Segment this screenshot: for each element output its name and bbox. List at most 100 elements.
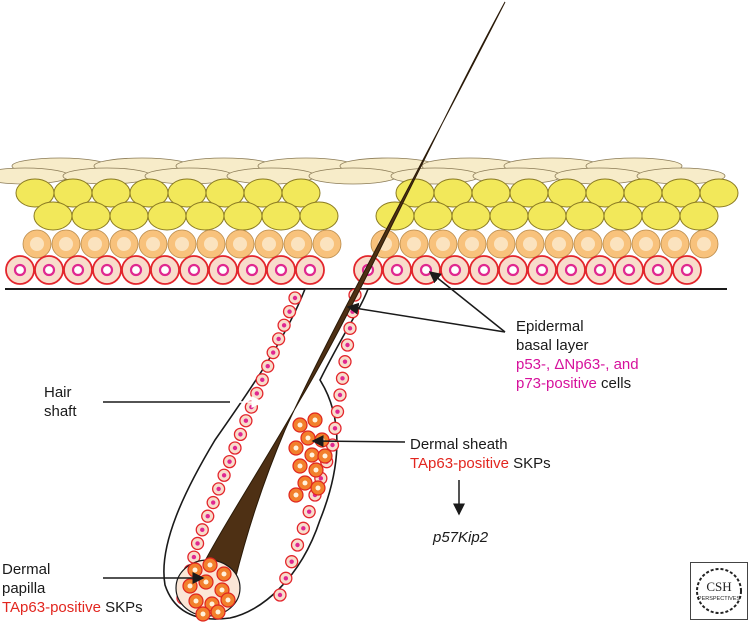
dermal-sheath-skp-nucleus bbox=[302, 480, 308, 486]
sheath-cell-nucleus bbox=[243, 418, 249, 423]
p57-text: p57 bbox=[433, 529, 459, 546]
hair-shaft-label: Hair shaft bbox=[44, 383, 77, 421]
dermal-sheath-skp-nucleus bbox=[305, 435, 311, 441]
spinous-cell bbox=[679, 201, 719, 231]
granular-cell-nucleus bbox=[88, 237, 102, 251]
dermal-sheath-skp-nucleus bbox=[313, 467, 319, 473]
granular-cell-nucleus bbox=[523, 237, 537, 251]
dermal-sheath-label: Dermal sheath TAp63-positive SKPs bbox=[410, 435, 551, 473]
hair-shaft-line2: shaft bbox=[44, 403, 77, 420]
granular-cell-nucleus bbox=[175, 237, 189, 251]
arrow-to-follicle-basal bbox=[346, 302, 506, 333]
sheath-cell-nucleus bbox=[301, 526, 306, 531]
basal-cell-nucleus bbox=[216, 263, 230, 277]
dermal-sheath-skp-nucleus bbox=[312, 417, 318, 423]
kip2-text: Kip2 bbox=[458, 529, 489, 546]
dermal-papilla-skp-nucleus bbox=[219, 587, 225, 593]
dermal-sheath-line1: Dermal sheath bbox=[410, 436, 508, 453]
dermal-sheath-skp-nucleus bbox=[293, 492, 299, 498]
basal-cell-nucleus bbox=[622, 263, 636, 277]
granular-cell-nucleus bbox=[436, 237, 450, 251]
epidermal-label-markers: p53-, ΔNp63-, and bbox=[516, 356, 639, 373]
dermal-sheath-skp-nucleus bbox=[309, 452, 315, 458]
spinous-cell bbox=[603, 201, 643, 231]
csh-perspectives-logo: CSH PERSPECTIVES bbox=[690, 562, 748, 620]
papilla-tap63-positive-text: TAp63-positive bbox=[2, 599, 101, 616]
tap63-positive-text: TAp63-positive bbox=[410, 455, 509, 472]
p73-positive-text: p73-positive bbox=[516, 375, 597, 392]
sheath-cell-nucleus bbox=[287, 309, 292, 314]
granular-cell-nucleus bbox=[494, 237, 508, 251]
basal-cell-nucleus bbox=[42, 263, 56, 277]
spinous-cell bbox=[147, 201, 187, 231]
dermal-papilla-skp-nucleus bbox=[221, 571, 227, 577]
dermal-papilla-skp-nucleus bbox=[209, 601, 215, 607]
spinous-cell bbox=[185, 201, 225, 231]
logo-csh-text: CSH bbox=[706, 579, 731, 594]
granular-cell-nucleus bbox=[146, 237, 160, 251]
dermal-papilla-label: Dermal papilla TAp63-positive SKPs bbox=[2, 560, 143, 617]
sheath-cell-nucleus bbox=[191, 554, 197, 560]
sheath-cell-nucleus bbox=[260, 377, 265, 383]
sheath-cell-nucleus bbox=[295, 542, 300, 548]
granular-cell-nucleus bbox=[407, 237, 421, 251]
basal-cell-nucleus bbox=[419, 263, 433, 277]
hair-shaft-line1: Hair bbox=[44, 384, 72, 401]
basal-cell-nucleus bbox=[390, 263, 404, 277]
spinous-cell bbox=[109, 201, 149, 231]
granular-cell-nucleus bbox=[262, 237, 276, 251]
granular-cell-nucleus bbox=[610, 237, 624, 251]
spinous-cell bbox=[451, 201, 491, 231]
logo-perspectives-text: PERSPECTIVES bbox=[698, 596, 741, 602]
sheath-cell-nucleus bbox=[277, 592, 283, 598]
spinous-cell bbox=[71, 201, 111, 231]
dermal-papilla-skp-nucleus bbox=[192, 567, 198, 573]
dermal-papilla-skp-nucleus bbox=[203, 579, 209, 585]
basal-cell-nucleus bbox=[187, 263, 201, 277]
epidermal-label-line1: Epidermal bbox=[516, 318, 584, 335]
epidermal-basal-cell-layer bbox=[5, 255, 702, 285]
spinous-cell bbox=[261, 201, 301, 231]
granular-cell-nucleus bbox=[465, 237, 479, 251]
sheath-cell-nucleus bbox=[200, 527, 205, 533]
sheath-cell-nucleus bbox=[221, 473, 227, 478]
basal-cell-nucleus bbox=[506, 263, 520, 277]
logo-graphic: CSH PERSPECTIVES bbox=[696, 568, 742, 614]
dermal-papilla-line1: Dermal bbox=[2, 561, 51, 578]
pointer-arrows bbox=[103, 271, 506, 584]
arrow-to-epidermal-basal bbox=[428, 271, 506, 333]
cells-text: cells bbox=[596, 375, 632, 392]
basal-cell-nucleus bbox=[129, 263, 143, 277]
granular-cell-nucleus bbox=[581, 237, 595, 251]
granular-cell-nucleus bbox=[552, 237, 566, 251]
sheath-cell-nucleus bbox=[342, 359, 348, 364]
basal-cell-nucleus bbox=[680, 263, 694, 277]
sheath-cell-nucleus bbox=[265, 363, 270, 369]
basal-cell-nucleus bbox=[593, 263, 607, 277]
spinous-cell bbox=[565, 201, 605, 231]
granular-cell-nucleus bbox=[30, 237, 44, 251]
dermal-sheath-skp-nucleus bbox=[293, 445, 299, 451]
sheath-cell-nucleus bbox=[345, 342, 350, 348]
sheath-cell-nucleus bbox=[332, 426, 338, 431]
granular-cell-nucleus bbox=[291, 237, 305, 251]
sheath-cell-nucleus bbox=[335, 409, 340, 414]
surface-cell bbox=[308, 167, 398, 185]
dermal-papilla-line3: TAp63-positive SKPs bbox=[2, 598, 143, 617]
sheath-cell-nucleus bbox=[318, 476, 324, 481]
sheath-cell-nucleus bbox=[227, 459, 232, 464]
sheath-cell-nucleus bbox=[292, 295, 298, 301]
arrow-to-dermal-sheath bbox=[311, 435, 406, 448]
basal-cell-nucleus bbox=[71, 263, 85, 277]
basal-cell-nucleus bbox=[564, 263, 578, 277]
sheath-cell-nucleus bbox=[283, 576, 289, 581]
spinous-cell bbox=[699, 178, 739, 208]
basal-cell-nucleus bbox=[245, 263, 259, 277]
spinous-cell bbox=[413, 201, 453, 231]
spinous-cell bbox=[527, 201, 567, 231]
surface-cell-layer bbox=[0, 157, 726, 185]
sheath-cell-nucleus bbox=[270, 350, 276, 355]
dermal-papilla-skp-nucleus bbox=[225, 597, 231, 603]
